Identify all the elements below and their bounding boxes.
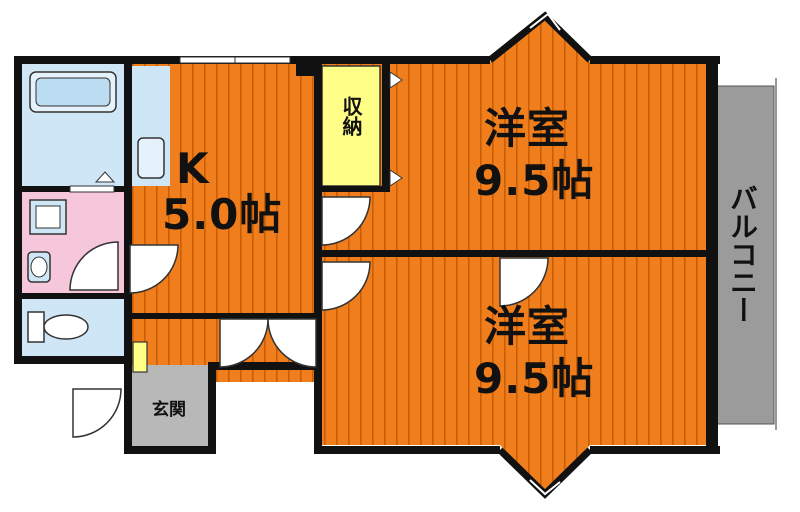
western-room-2-size: 9.5帖 <box>474 354 595 403</box>
western-room-1-floor <box>320 18 710 255</box>
entrance-label: 玄関 <box>152 400 186 420</box>
toilet-icon <box>27 311 89 343</box>
storage-label: 収納 <box>339 96 363 136</box>
balcony-label: バルコニー <box>726 184 759 324</box>
western-room-1-name: 洋室 <box>484 104 571 153</box>
western-room-2-floor <box>320 255 710 492</box>
door-swing-icon <box>69 196 549 438</box>
kitchen-size-label: 5.0帖 <box>162 190 283 239</box>
western-room-1-size: 9.5帖 <box>474 156 595 205</box>
window-icon <box>69 56 291 193</box>
kitchen-type-label: K <box>176 144 210 193</box>
sink-icon <box>137 137 165 179</box>
shoe-cabinet <box>132 341 148 373</box>
floor-areas <box>130 18 710 492</box>
entrance-area <box>132 365 210 447</box>
western-room-2-name: 洋室 <box>484 302 571 351</box>
walls <box>14 56 720 454</box>
